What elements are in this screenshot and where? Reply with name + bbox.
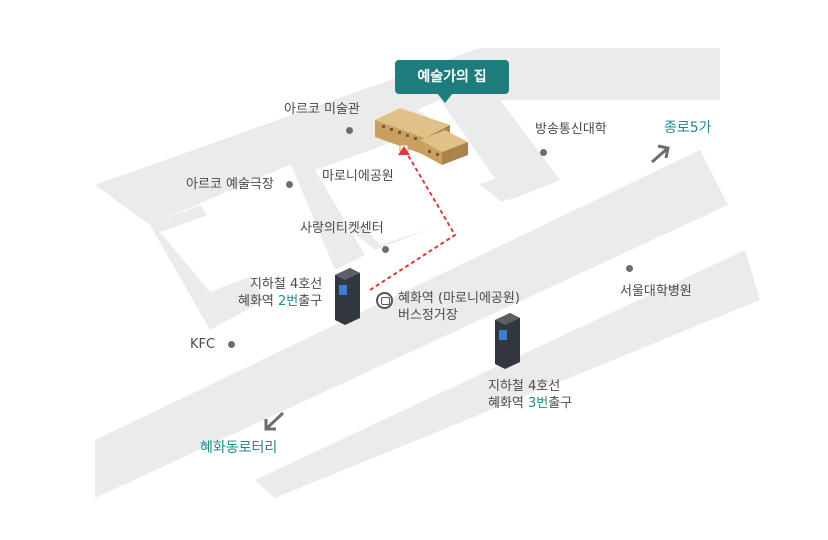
destination-building: [375, 108, 468, 165]
label-snu-hospital: 서울대학병원: [620, 284, 692, 299]
subway-entrance-icon: [335, 268, 360, 325]
exit-2-number: 2번: [278, 294, 299, 309]
lower-road: [255, 250, 760, 498]
direction-arrow-icon: [651, 144, 670, 164]
direction-hyehwa-rotary: 혜화동로터리: [200, 440, 278, 456]
destination-label: 예술가의 집: [395, 60, 509, 103]
label-arko-art-museum: 아르코 미술관: [284, 102, 360, 117]
route-arrowhead: [398, 146, 410, 155]
exit-3-number: 3번: [528, 396, 549, 411]
landmark-dot: [346, 127, 353, 134]
landmark-dot: [626, 265, 633, 272]
label-bus-stop: 혜화역 (마로니에공원) 버스정거장: [398, 290, 520, 324]
landmark-dot: [228, 341, 235, 348]
landmark-dot: [540, 149, 547, 156]
label-marronnier-park: 마로니에공원: [322, 169, 394, 184]
block-interiors: [160, 135, 505, 292]
label-subway-exit-2: 지하철 4호선 혜화역 2번출구: [238, 276, 322, 310]
exit-3-station: 혜화역 3번출구: [488, 396, 573, 411]
exit-2-line: 지하철 4호선: [249, 277, 323, 292]
bus-stop-line2: 버스정거장: [398, 308, 458, 323]
walking-route: [369, 149, 457, 291]
label-kfc: KFC: [190, 337, 216, 352]
main-road: [95, 150, 728, 498]
upper-road: [95, 48, 720, 225]
landmark-dot: [382, 246, 389, 253]
label-arko-theater: 아르코 예술극장: [186, 177, 274, 192]
block-road-2: [440, 100, 560, 200]
road-network: [95, 48, 760, 498]
direction-jongno5ga: 종로5가: [664, 120, 712, 136]
bus-stop-line1: 혜화역 (마로니에공원): [398, 291, 520, 306]
label-ticket-center: 사랑의티켓센터: [300, 221, 384, 236]
landmark-dot: [286, 181, 293, 188]
label-broadcasting-univ: 방송통신대학: [535, 122, 607, 137]
subway-entrance-icon: [495, 313, 520, 369]
exit-2-station: 혜화역 2번출구: [238, 294, 323, 309]
direction-arrow-icon: [264, 411, 285, 431]
exit-3-line: 지하철 4호선: [488, 379, 561, 394]
bus-stop-icon: [376, 292, 393, 309]
block-road-4: [285, 150, 365, 270]
label-subway-exit-3: 지하철 4호선 혜화역 3번출구: [488, 378, 572, 412]
